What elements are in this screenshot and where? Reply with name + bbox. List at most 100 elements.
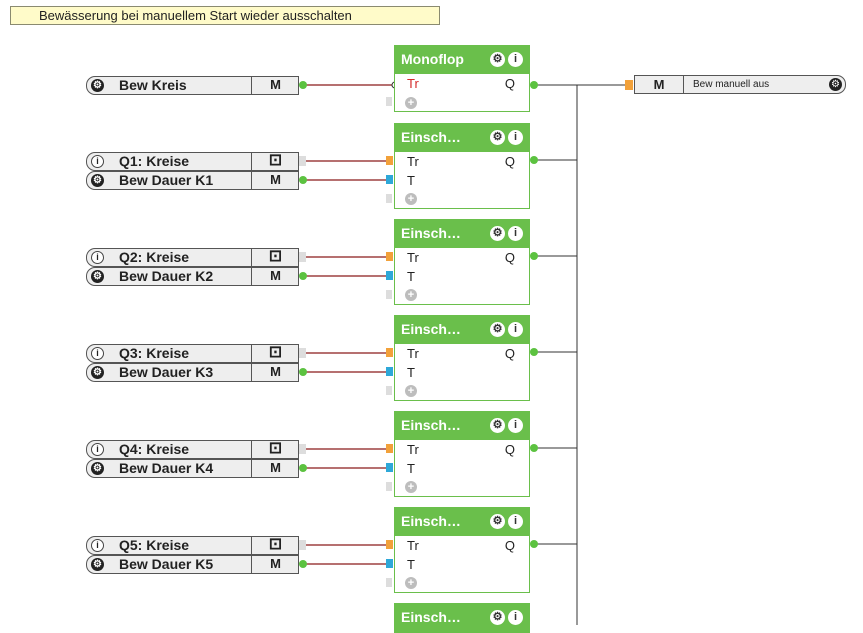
- info-icon[interactable]: i: [91, 251, 104, 264]
- plus-icon[interactable]: +: [405, 385, 417, 397]
- block-row-t: T: [395, 363, 529, 382]
- gear-icon[interactable]: ⚙: [91, 270, 104, 283]
- gear-icon[interactable]: ⚙: [91, 462, 104, 475]
- block-einsch-6[interactable]: Einsch… ⚙ i: [394, 603, 530, 633]
- block-title: Einsch…: [401, 321, 461, 337]
- gear-icon[interactable]: ⚙: [490, 226, 505, 241]
- gear-icon[interactable]: ⚙: [91, 174, 104, 187]
- info-icon[interactable]: i: [508, 130, 523, 145]
- comment-text: Bewässerung bei manuellem Start wieder a…: [39, 8, 352, 23]
- gear-icon[interactable]: ⚙: [490, 130, 505, 145]
- tag-mode: M: [251, 267, 299, 286]
- block-row-tr: Tr Q: [395, 74, 529, 93]
- input-tag-bew-dauer-k3[interactable]: ⚙ Bew Dauer K3 M: [86, 363, 299, 382]
- block-row-t: T: [395, 171, 529, 190]
- plus-icon[interactable]: +: [405, 577, 417, 589]
- input-arrow-icon: ⊡: [251, 344, 299, 363]
- info-icon[interactable]: i: [508, 514, 523, 529]
- tag-label: Q1: Kreise: [119, 153, 190, 169]
- input-arrow-icon: ⊡: [251, 440, 299, 459]
- tag-mode: M: [251, 363, 299, 382]
- block-header[interactable]: Einsch… ⚙ i: [395, 220, 529, 248]
- input-tag-bew-dauer-k4[interactable]: ⚙ Bew Dauer K4 M: [86, 459, 299, 478]
- output-q-label: Q: [504, 538, 515, 553]
- info-icon[interactable]: i: [508, 52, 523, 67]
- gear-icon[interactable]: ⚙: [490, 610, 505, 625]
- info-icon[interactable]: i: [508, 418, 523, 433]
- output-tag-bew-manuell-aus[interactable]: M Bew manuell aus ⚙: [634, 75, 846, 94]
- info-icon[interactable]: i: [508, 226, 523, 241]
- tag-label: Bew Dauer K1: [119, 172, 214, 188]
- input-tag-q2-kreise[interactable]: i Q2: Kreise ⊡: [86, 248, 299, 267]
- output-q-label: Q: [504, 346, 515, 361]
- info-icon[interactable]: i: [508, 610, 523, 625]
- block-header[interactable]: Einsch… ⚙ i: [395, 604, 529, 632]
- block-row-tr: Tr Q: [395, 152, 529, 171]
- info-icon[interactable]: i: [91, 539, 104, 552]
- block-row-tr: Tr Q: [395, 344, 529, 363]
- block-einsch-1[interactable]: Einsch… ⚙ i Tr Q T +: [394, 123, 530, 209]
- plus-icon[interactable]: +: [405, 481, 417, 493]
- plus-icon[interactable]: +: [405, 97, 417, 109]
- input-tag-q5-kreise[interactable]: i Q5: Kreise ⊡: [86, 536, 299, 555]
- tag-label: Q3: Kreise: [119, 345, 190, 361]
- tag-label: Q4: Kreise: [119, 441, 190, 457]
- block-header[interactable]: Einsch… ⚙ i: [395, 316, 529, 344]
- gear-icon[interactable]: ⚙: [91, 558, 104, 571]
- info-icon[interactable]: i: [508, 322, 523, 337]
- block-einsch-5[interactable]: Einsch… ⚙ i Tr Q T +: [394, 507, 530, 593]
- tag-label: Bew Kreis: [119, 77, 187, 93]
- plus-icon[interactable]: +: [405, 193, 417, 205]
- input-tr-label: Tr: [407, 538, 419, 553]
- input-tag-bew-dauer-k2[interactable]: ⚙ Bew Dauer K2 M: [86, 267, 299, 286]
- block-einsch-3[interactable]: Einsch… ⚙ i Tr Q T +: [394, 315, 530, 401]
- info-icon[interactable]: i: [91, 347, 104, 360]
- gear-icon[interactable]: ⚙: [91, 366, 104, 379]
- block-title: Einsch…: [401, 129, 461, 145]
- block-row-tr: Tr Q: [395, 248, 529, 267]
- input-tag-q4-kreise[interactable]: i Q4: Kreise ⊡: [86, 440, 299, 459]
- block-title: Einsch…: [401, 513, 461, 529]
- input-tag-q3-kreise[interactable]: i Q3: Kreise ⊡: [86, 344, 299, 363]
- gear-icon[interactable]: ⚙: [490, 322, 505, 337]
- block-einsch-4[interactable]: Einsch… ⚙ i Tr Q T +: [394, 411, 530, 497]
- plus-icon[interactable]: +: [405, 289, 417, 301]
- block-einsch-2[interactable]: Einsch… ⚙ i Tr Q T +: [394, 219, 530, 305]
- block-header[interactable]: Monoflop ⚙ i: [395, 46, 529, 74]
- input-arrow-icon: ⊡: [251, 152, 299, 171]
- comment-note[interactable]: Bewässerung bei manuellem Start wieder a…: [10, 6, 440, 25]
- input-tag-bew-kreis[interactable]: ⚙ Bew Kreis M: [86, 76, 299, 95]
- input-t-label: T: [407, 269, 415, 284]
- input-tag-bew-dauer-k1[interactable]: ⚙ Bew Dauer K1 M: [86, 171, 299, 190]
- output-q-label: Q: [504, 76, 515, 91]
- tag-mode: M: [635, 76, 684, 93]
- tag-label: Bew manuell aus: [693, 79, 770, 90]
- gear-icon[interactable]: ⚙: [490, 52, 505, 67]
- tag-label: Bew Dauer K4: [119, 460, 214, 476]
- block-header[interactable]: Einsch… ⚙ i: [395, 508, 529, 536]
- block-monoflop[interactable]: Monoflop ⚙ i Tr Q +: [394, 45, 530, 112]
- block-title: Einsch…: [401, 417, 461, 433]
- gear-icon[interactable]: ⚙: [91, 79, 104, 92]
- gear-icon[interactable]: ⚙: [490, 418, 505, 433]
- block-row-tr: Tr Q: [395, 440, 529, 459]
- input-tr-label: Tr: [407, 76, 419, 91]
- info-icon[interactable]: i: [91, 443, 104, 456]
- gear-icon[interactable]: ⚙: [829, 78, 842, 91]
- block-header[interactable]: Einsch… ⚙ i: [395, 124, 529, 152]
- block-title: Einsch…: [401, 609, 461, 625]
- input-tag-q1-kreise[interactable]: i Q1: Kreise ⊡: [86, 152, 299, 171]
- gear-icon[interactable]: ⚙: [490, 514, 505, 529]
- block-row-t: T: [395, 459, 529, 478]
- output-q-label: Q: [504, 442, 515, 457]
- input-t-label: T: [407, 557, 415, 572]
- tag-label: Bew Dauer K2: [119, 268, 214, 284]
- input-tag-bew-dauer-k5[interactable]: ⚙ Bew Dauer K5 M: [86, 555, 299, 574]
- tag-label: Bew Dauer K3: [119, 364, 214, 380]
- info-icon[interactable]: i: [91, 155, 104, 168]
- block-header[interactable]: Einsch… ⚙ i: [395, 412, 529, 440]
- tag-mode: M: [251, 555, 299, 574]
- tag-mode: M: [251, 459, 299, 478]
- tag-label: Q5: Kreise: [119, 537, 190, 553]
- block-row-t: T: [395, 555, 529, 574]
